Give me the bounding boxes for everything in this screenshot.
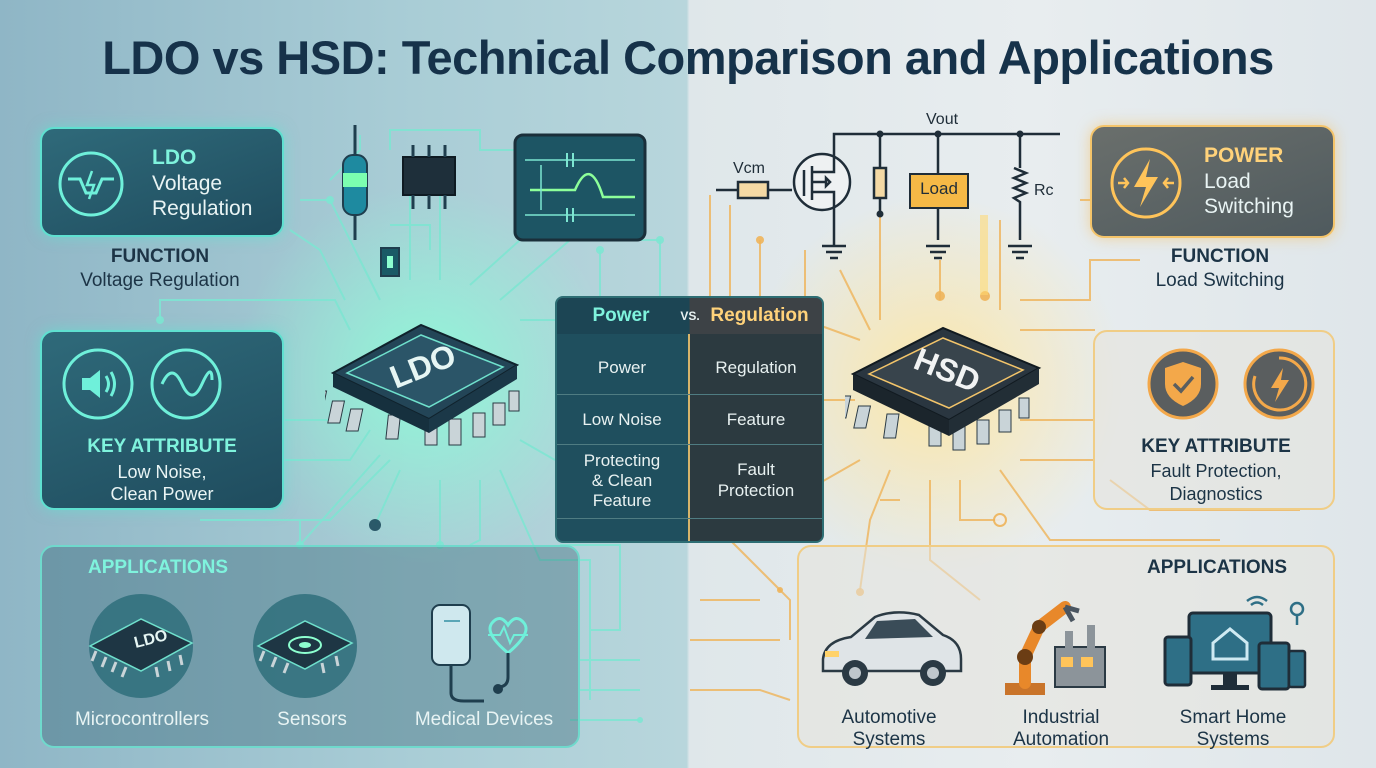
ldo-applications-label: APPLICATIONS xyxy=(88,557,229,578)
hsd-key-attribute-label: KEY ATTRIBUTE xyxy=(1141,436,1291,457)
microcontroller-icon xyxy=(88,594,194,698)
row3-right: Fault Protection xyxy=(690,459,822,501)
ldo-key-attribute-line1: Low Noise, xyxy=(117,462,207,482)
column-divider xyxy=(688,334,690,541)
rc-label: Rc xyxy=(1034,182,1054,199)
app-automotive-line1: Automotive xyxy=(841,707,937,728)
row3-right-line1: Fault xyxy=(737,460,775,479)
app-industrial-line2: Automation xyxy=(1012,729,1110,750)
row-divider xyxy=(557,444,822,445)
app-automotive-line2: Systems xyxy=(852,729,926,750)
car-icon xyxy=(821,611,963,686)
header-regulation: Regulation xyxy=(710,305,809,326)
smart-home-icon xyxy=(1163,595,1307,691)
right-column-bg xyxy=(689,334,822,541)
hsd-applications-panel: APPLICATIONS Automo xyxy=(797,545,1335,751)
medical-device-icon xyxy=(431,604,528,703)
hsd-chip xyxy=(845,326,1042,451)
app-microcontrollers: Microcontrollers xyxy=(74,709,210,730)
hsd-key-attribute-line1: Fault Protection, xyxy=(1150,461,1282,481)
header-vs: VS. xyxy=(680,309,700,323)
row3-right-line2: Protection xyxy=(717,481,795,500)
sensor-icon xyxy=(253,594,357,698)
row1-right: Regulation xyxy=(715,358,797,377)
ic-component xyxy=(402,145,456,209)
app-automotive-systems: Automotive Systems xyxy=(799,707,979,751)
comparison-table: Power VS. Regulation Power Regulation Lo… xyxy=(555,296,824,543)
vout-label: Vout xyxy=(926,111,959,128)
capacitor-component xyxy=(342,125,368,240)
app-industrial-line1: Industrial xyxy=(1022,707,1100,728)
row-divider xyxy=(557,518,822,519)
ldo-components xyxy=(342,125,647,277)
ldo-chip xyxy=(325,323,520,446)
hsd-function-value: Load Switching xyxy=(1155,270,1285,291)
hsd-key-attribute-panel: KEY ATTRIBUTE Fault Protection, Diagnost… xyxy=(1093,330,1335,510)
load-label: Load xyxy=(920,179,958,198)
ldo-panel-line2: Regulation xyxy=(152,197,253,220)
row1-left: Power xyxy=(597,358,647,377)
row3-left-line3: Feature xyxy=(592,491,652,510)
ldo-key-attribute-panel: KEY ATTRIBUTE Low Noise, Clean Power xyxy=(40,330,284,510)
header-power: Power xyxy=(592,305,650,326)
speaker-icon xyxy=(62,348,134,420)
ldo-function-label: FUNCTION xyxy=(110,246,210,267)
robot-arm-icon xyxy=(1005,601,1106,695)
hsd-key-attribute-line2: Diagnostics xyxy=(1169,484,1263,504)
hsd-panel-line2: Switching xyxy=(1204,195,1294,218)
app-medical-devices: Medical Devices xyxy=(414,709,554,730)
led-component xyxy=(380,247,400,277)
ldo-voltage-regulation-panel: LDO Voltage Regulation xyxy=(40,127,284,237)
app-industrial-automation: Industrial Automation xyxy=(971,707,1151,751)
oscilloscope-display xyxy=(513,133,647,242)
load-box xyxy=(909,173,969,209)
sine-wave-icon xyxy=(150,348,222,420)
ldo-panel-title: LDO xyxy=(152,146,197,169)
app-sensors: Sensors xyxy=(277,709,347,730)
comparison-header xyxy=(557,298,822,334)
lightning-icon xyxy=(1110,147,1182,219)
hsd-panel-line1: Load xyxy=(1204,170,1251,193)
hsd-applications-label: APPLICATIONS xyxy=(1147,557,1288,578)
lightning-circle-icon xyxy=(1243,348,1315,420)
row3-left-line1: Protecting xyxy=(583,451,661,470)
app-smart-home-line2: Systems xyxy=(1196,729,1270,750)
ldo-function-value: Voltage Regulation xyxy=(80,270,240,291)
ldo-applications-panel: APPLICATIONS LDO Microcontrollers Sensor… xyxy=(40,545,580,748)
page-title: LDO vs HSD: Technical Comparison and App… xyxy=(102,31,1274,84)
hsd-function-label: FUNCTION xyxy=(1170,246,1270,267)
app-smart-home-line1: Smart Home xyxy=(1179,707,1287,728)
vcm-label: Vcm xyxy=(733,160,765,177)
ldo-key-attribute-label: KEY ATTRIBUTE xyxy=(87,436,237,457)
ldo-key-attribute-line2: Clean Power xyxy=(110,484,214,504)
ldo-panel-line1: Voltage xyxy=(152,172,223,195)
hsd-switching-circuit xyxy=(716,130,1060,260)
row-divider xyxy=(557,394,822,395)
row2-left: Low Noise xyxy=(582,410,662,429)
shield-check-icon xyxy=(1147,348,1219,420)
app-smart-home-systems: Smart Home Systems xyxy=(1143,707,1323,751)
row2-right: Feature xyxy=(726,410,786,429)
voltage-regulator-icon xyxy=(58,151,124,217)
row3-left: Protecting & Clean Feature xyxy=(557,451,687,511)
hsd-power-switching-panel: POWER Load Switching xyxy=(1090,125,1335,238)
row3-left-line2: & Clean xyxy=(591,471,653,490)
hsd-panel-title: POWER xyxy=(1204,144,1284,167)
